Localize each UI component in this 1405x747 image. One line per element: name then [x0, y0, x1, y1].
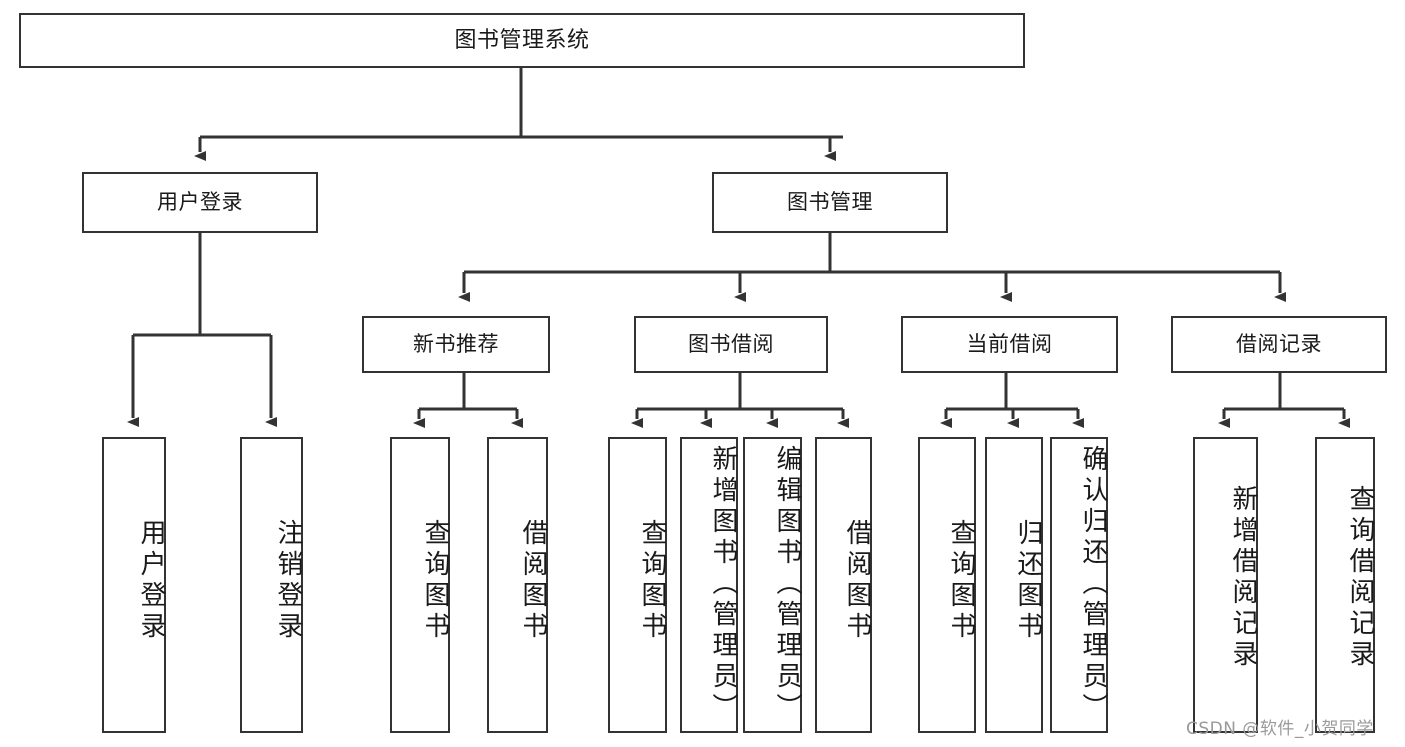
node-leaf-borrow-book-1[interactable]: 借阅图书: [487, 437, 548, 733]
node-leaf-borrow-book-2-label: 借阅图书: [842, 519, 872, 643]
node-leaf-query-book-2-label: 查询图书: [637, 519, 667, 643]
node-book-borrow[interactable]: 图书借阅: [634, 316, 828, 373]
node-root[interactable]: 图书管理系统: [19, 13, 1025, 68]
node-leaf-add-record[interactable]: 新增借阅记录: [1193, 437, 1258, 733]
node-root-label: 图书管理系统: [454, 27, 590, 53]
node-borrow-record[interactable]: 借阅记录: [1171, 316, 1387, 373]
node-leaf-user-logout-label: 注销登录: [273, 519, 303, 643]
node-current-borrow[interactable]: 当前借阅: [901, 316, 1118, 373]
node-leaf-confirm-return[interactable]: 确认归还（管理员）: [1050, 437, 1108, 733]
node-book-borrow-label: 图书借阅: [688, 332, 774, 357]
node-leaf-user-logout[interactable]: 注销登录: [240, 437, 303, 733]
node-leaf-query-record[interactable]: 查询借阅记录: [1315, 437, 1375, 733]
node-book-manage[interactable]: 图书管理: [712, 172, 948, 233]
node-leaf-query-book-1-label: 查询图书: [420, 519, 450, 643]
node-leaf-query-book-3[interactable]: 查询图书: [918, 437, 976, 733]
node-leaf-query-book-3-label: 查询图书: [946, 519, 976, 643]
node-leaf-confirm-return-label: 确认归还（管理员）: [1078, 445, 1108, 724]
node-leaf-user-login[interactable]: 用户登录: [102, 437, 166, 733]
node-new-book-rec[interactable]: 新书推荐: [362, 316, 550, 373]
node-leaf-add-record-label: 新增借阅记录: [1228, 485, 1258, 671]
watermark: CSDN @软件_小贺同学: [1186, 719, 1374, 739]
node-leaf-borrow-book-2[interactable]: 借阅图书: [815, 437, 872, 733]
node-leaf-query-book-2[interactable]: 查询图书: [608, 437, 667, 733]
node-leaf-query-book-1[interactable]: 查询图书: [390, 437, 450, 733]
node-book-manage-label: 图书管理: [787, 190, 873, 215]
node-leaf-add-book-label: 新增图书（管理员）: [708, 445, 738, 724]
node-leaf-return-book[interactable]: 归还图书: [985, 437, 1043, 733]
node-user-login[interactable]: 用户登录: [82, 172, 318, 233]
node-leaf-borrow-book-1-label: 借阅图书: [518, 519, 548, 643]
node-leaf-edit-book[interactable]: 编辑图书（管理员）: [743, 437, 802, 733]
node-leaf-query-record-label: 查询借阅记录: [1345, 485, 1375, 671]
node-leaf-edit-book-label: 编辑图书（管理员）: [772, 445, 802, 724]
node-borrow-record-label: 借阅记录: [1236, 332, 1322, 357]
node-new-book-rec-label: 新书推荐: [413, 332, 499, 357]
node-current-borrow-label: 当前借阅: [966, 332, 1053, 357]
node-leaf-return-book-label: 归还图书: [1013, 519, 1043, 643]
node-leaf-add-book[interactable]: 新增图书（管理员）: [680, 437, 738, 733]
node-leaf-user-login-label: 用户登录: [136, 519, 166, 643]
node-user-login-label: 用户登录: [157, 190, 243, 215]
